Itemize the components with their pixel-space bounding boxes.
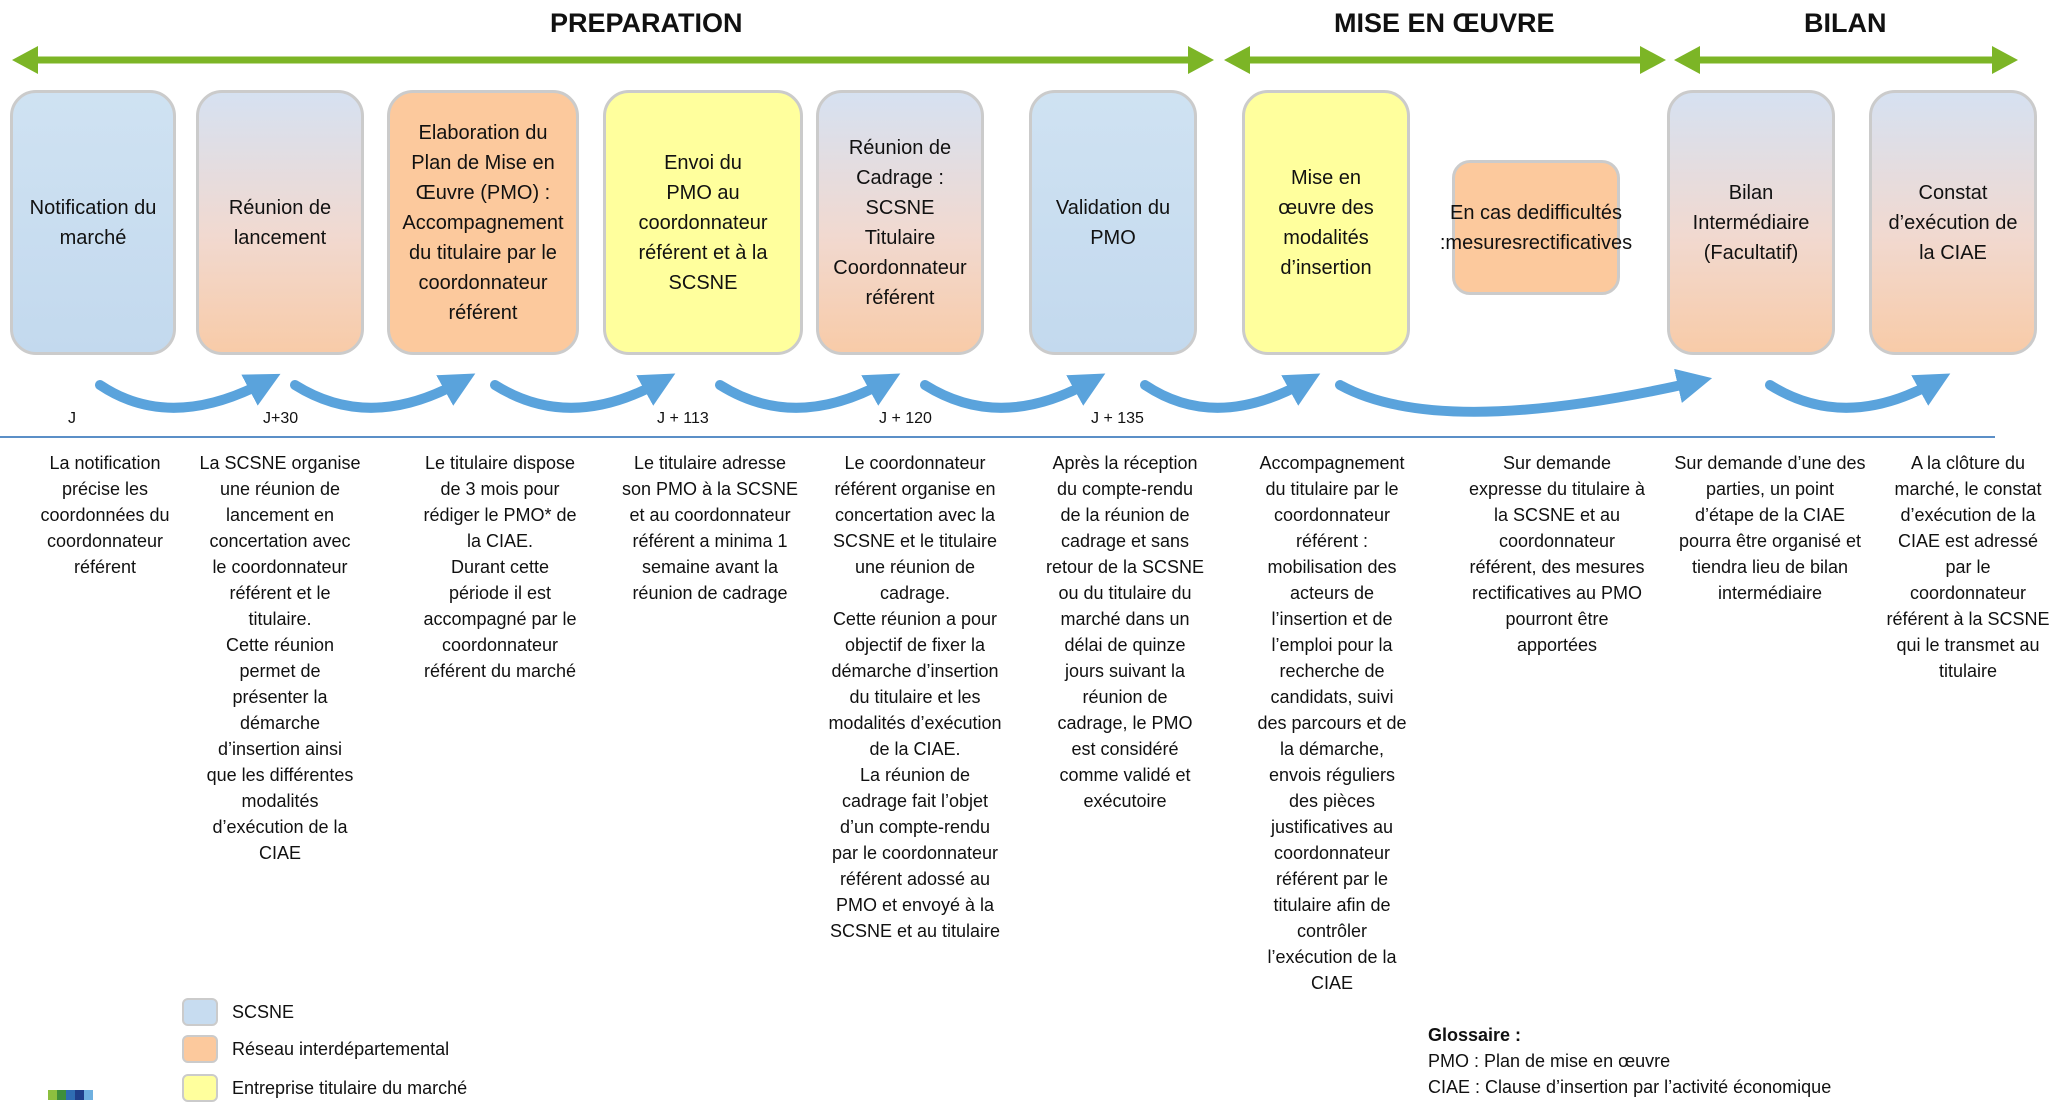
- legend-swatch-scsne: [182, 998, 218, 1026]
- legend-swatch-entreprise: [182, 1074, 218, 1102]
- timeline-label-j: J: [68, 410, 76, 427]
- curved-arrow-4: [715, 373, 901, 413]
- description-elaboration-pmo: Le titulaire dispose de 3 mois pour rédi…: [423, 453, 577, 681]
- step-box-difficultes: En cas dedifficultés :mesuresrectificati…: [1440, 160, 1632, 295]
- curved-arrow-6: [1140, 373, 1321, 413]
- description-envoi-pmo: Le titulaire adresse son PMO à la SCSNE …: [621, 453, 799, 603]
- glossary: Glossaire : PMO : Plan de mise en œuvre …: [1428, 1022, 1831, 1100]
- legend-item-scsne: SCSNE: [182, 998, 294, 1026]
- legend-item-entreprise: Entreprise titulaire du marché: [182, 1074, 467, 1102]
- timeline-label-j113: J + 113: [657, 410, 709, 427]
- logo-icon: [48, 1090, 93, 1100]
- curved-arrow-5: [920, 373, 1106, 413]
- legend-label-entreprise: Entreprise titulaire du marché: [232, 1077, 468, 1098]
- glossary-item-ciae: CIAE : Clause d’insertion par l’activité…: [1428, 1077, 1832, 1097]
- description-constat-execution: A la clôture du marché, le constat d’exé…: [1886, 453, 2050, 681]
- description-difficultes: Sur demande expresse du titulaire à la S…: [1468, 453, 1646, 655]
- phase-title-preparation: PREPARATION: [550, 8, 743, 38]
- curved-arrow-8: [1765, 373, 1951, 413]
- legend-swatch-reseau: [182, 1035, 218, 1063]
- description-reunion-cadrage: Le coordonnateur référent organise en co…: [828, 453, 1002, 941]
- phase-arrow-bilan: [1674, 46, 2018, 74]
- phase-arrow-preparation: [12, 46, 1214, 74]
- description-bilan-intermediaire: Sur demande d’une des parties, un point …: [1674, 453, 1866, 603]
- legend-item-reseau: Réseau interdépartemental: [182, 1035, 449, 1063]
- curved-arrow-7: [1335, 368, 1713, 417]
- curved-arrow-3: [490, 373, 676, 413]
- description-validation-pmo: Après la réception du compte-rendu de la…: [1045, 453, 1205, 811]
- timeline-label-j135: J + 135: [1091, 410, 1144, 427]
- glossary-title: Glossaire :: [1428, 1025, 1522, 1045]
- legend-label-scsne: SCSNE: [232, 1001, 295, 1022]
- description-mise-en-oeuvre: Accompagnement du titulaire par le coord…: [1257, 453, 1407, 993]
- curved-arrow-2: [290, 373, 476, 413]
- timeline-label-j30: J+30: [263, 410, 299, 427]
- phase-title-mise-en-oeuvre: MISE EN ŒUVRE: [1334, 8, 1555, 38]
- curved-arrow-1: [95, 373, 281, 413]
- phase-title-bilan: BILAN: [1804, 8, 1887, 38]
- arrows-layer: [12, 46, 2018, 417]
- description-notification: La notification précise les coordonnées …: [40, 453, 170, 577]
- legend-label-reseau: Réseau interdépartemental: [232, 1038, 450, 1059]
- description-reunion-lancement: La SCSNE organise une réunion de lanceme…: [199, 453, 361, 863]
- timeline-line: [0, 436, 1995, 438]
- phase-arrow-mise-en-oeuvre: [1224, 46, 1666, 74]
- timeline-label-j120: J + 120: [879, 410, 932, 427]
- glossary-item-pmo: PMO : Plan de mise en œuvre: [1428, 1051, 1671, 1071]
